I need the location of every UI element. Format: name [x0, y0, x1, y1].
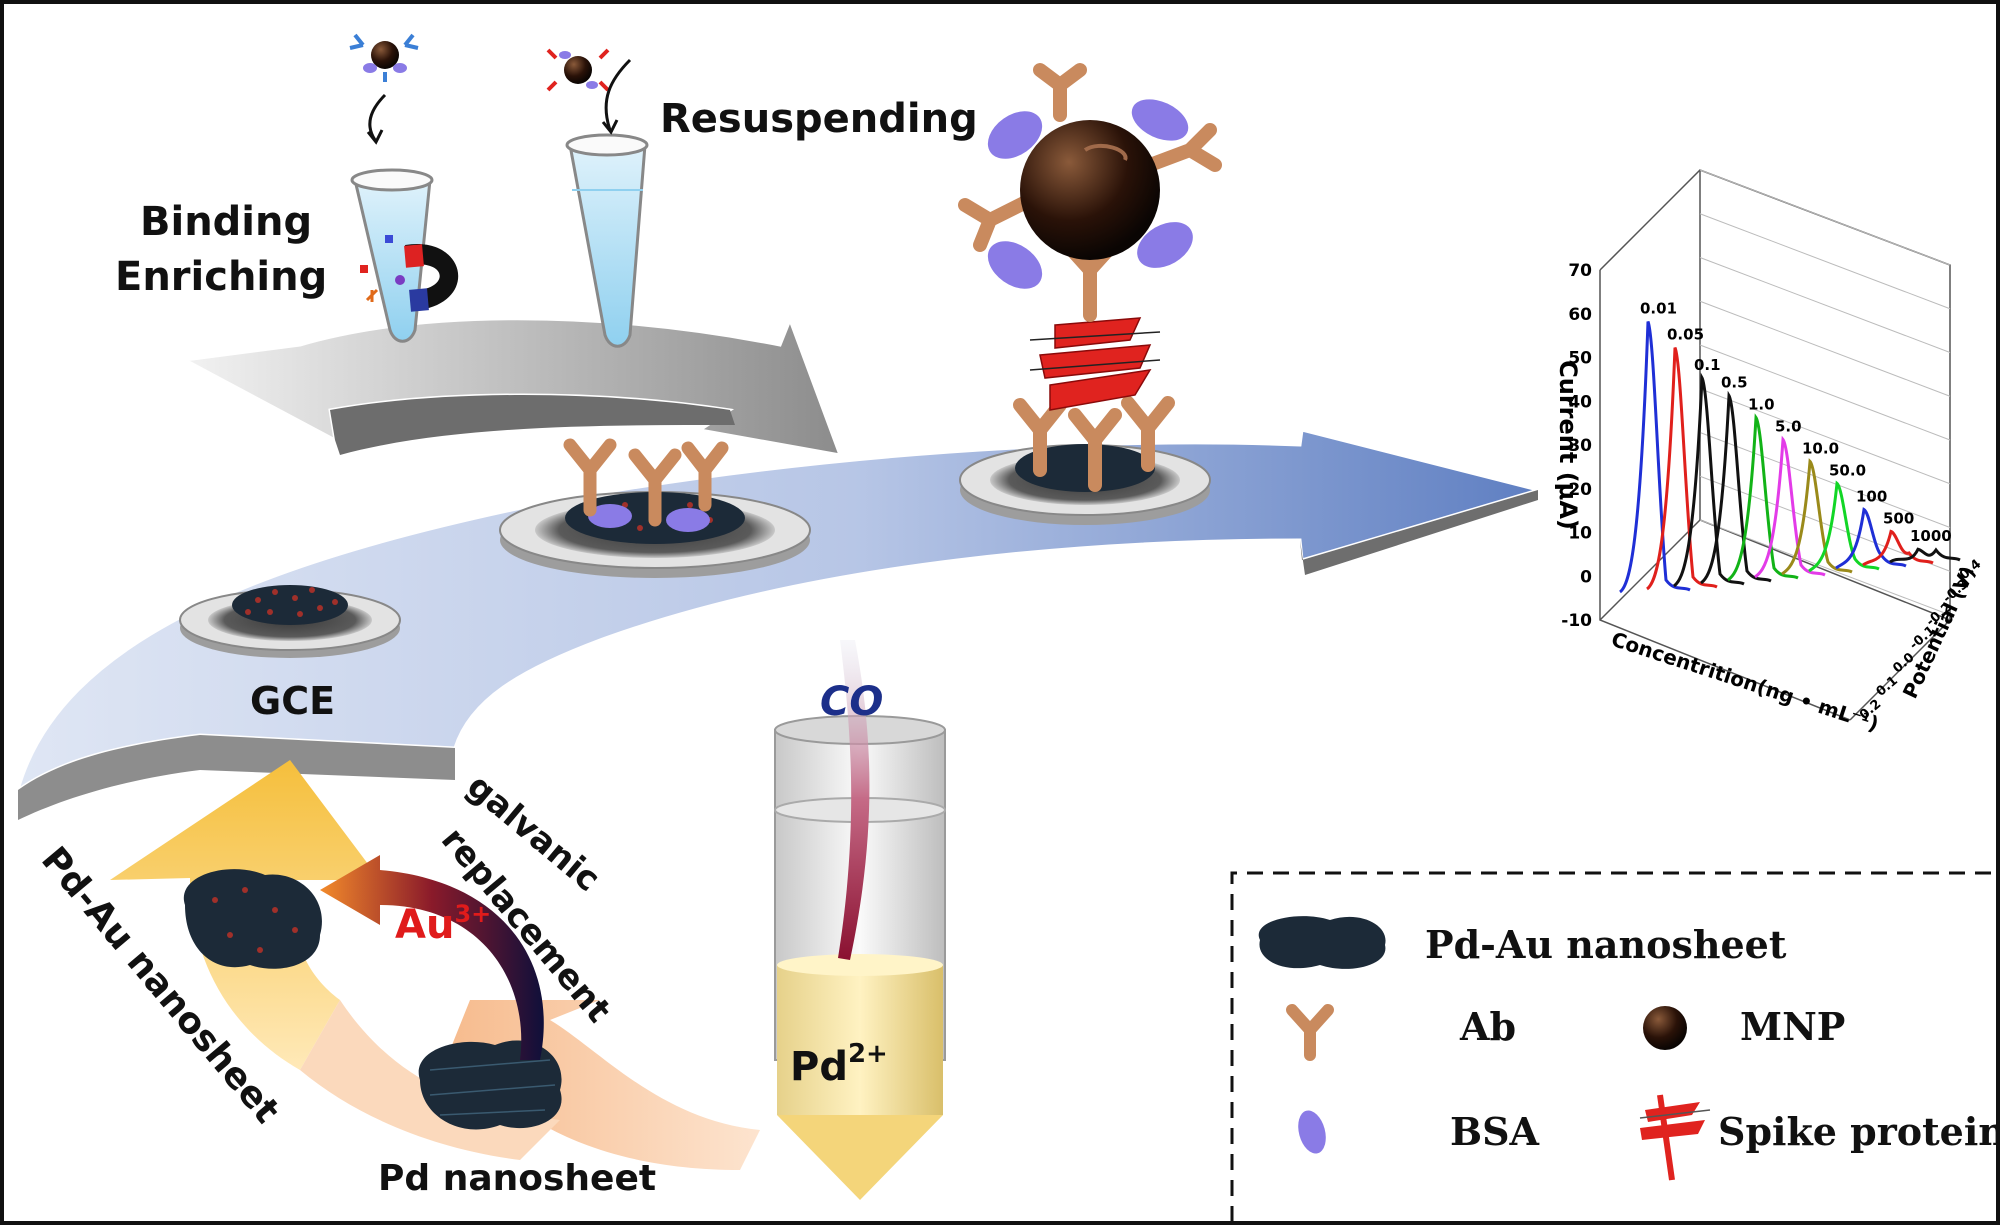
legend-label-pdau: Pd-Au nanosheet [1425, 922, 1787, 967]
chart-series-label: 50.0 [1829, 461, 1866, 479]
label-gce: GCE [250, 679, 335, 723]
chart-grid-line [1699, 300, 1951, 397]
chart-series-label: 0.05 [1667, 326, 1704, 344]
legend-spike-icon [1639, 1094, 1711, 1181]
legend-label-mnp: MNP [1740, 1004, 1845, 1049]
chart-series-label: 100 [1856, 488, 1887, 506]
chart-series-label: 0.5 [1721, 374, 1748, 392]
chart-series-line [1700, 390, 1772, 585]
legend-mnp-icon [1643, 1006, 1687, 1050]
label-enriching: Enriching [115, 254, 327, 300]
co-gas-stream [838, 640, 870, 960]
chart-y-tick-label: 10 [1568, 524, 1592, 544]
label-co: CO [820, 679, 883, 725]
chart-y-ticks: -10 0 10 20 30 40 50 60 70 [1561, 261, 1592, 631]
legend-label-ab: Ab [1459, 1004, 1516, 1049]
chart-series-line [1889, 547, 1961, 564]
label-pd-ion: Pd2+ [790, 1039, 888, 1090]
chart-series-line [1673, 372, 1745, 588]
chart-series-line [1727, 413, 1799, 582]
magnet [404, 243, 459, 312]
main-process-arrow [15, 428, 1544, 820]
chart-series-label: 1000 [1910, 527, 1952, 545]
chart-series-label: 5.0 [1775, 418, 1802, 436]
chart-zlabel: Potential (V) [1898, 562, 1980, 702]
chart-y-tick-label: 30 [1568, 436, 1592, 456]
ab-modified-electrode [499, 438, 811, 578]
chart-grid-line [1699, 432, 1951, 528]
chart-frame [1599, 169, 1951, 721]
chart-y-tick-label: 50 [1568, 349, 1592, 369]
mnp-probe-ab [349, 33, 419, 145]
chart-grid-line [1699, 344, 1951, 441]
chart-series-label: 0.01 [1640, 300, 1677, 318]
chart-series-line [1619, 320, 1691, 594]
chart-grid-line [1699, 388, 1951, 485]
legend-label-spike: Spike protein [1718, 1109, 2000, 1154]
chart-y-tick-label: 20 [1568, 480, 1592, 500]
chart-y-tick-label: 70 [1568, 261, 1592, 281]
pd-ion-symbol: Pd [790, 1044, 848, 1090]
label-resuspending: Resuspending [660, 96, 978, 142]
chart-series-line [1646, 346, 1718, 591]
au-ion-charge: 3+ [454, 900, 491, 928]
chart-z-tick-label: 0.1 [1874, 673, 1901, 699]
chart-y-tick-label: -10 [1561, 611, 1592, 631]
au-ion-symbol: Au [395, 902, 454, 948]
chart-series-label: 10.0 [1802, 439, 1839, 457]
mnp-probe-spike [546, 48, 632, 135]
legend-ab-icon [1286, 1004, 1334, 1061]
chart-grid-line [1699, 475, 1951, 572]
chart-y-tick-label: 60 [1568, 305, 1592, 325]
resuspending-tube [565, 133, 649, 348]
chart-series-label: 1.0 [1748, 396, 1775, 414]
chart-series-line [1862, 529, 1934, 567]
legend: Pd-Au nanosheet Ab MNP BSA Spike protein [1230, 871, 2000, 1222]
label-binding: Binding [140, 199, 312, 245]
sandwich-electrode [958, 63, 1222, 525]
chart-y-tick-label: 40 [1568, 392, 1592, 412]
galvanic-curve-arrow [320, 855, 544, 1060]
chart-series-label: 500 [1883, 509, 1914, 527]
gce-electrode [179, 585, 401, 658]
chart-series-line [1835, 507, 1907, 570]
legend-bsa-icon [1298, 1110, 1326, 1154]
label-pd-nanosheet: Pd nanosheet [378, 1158, 656, 1199]
pdau-nanosheet-cycle [183, 869, 322, 969]
chart-xlabel: Concentrition(ng • mL⁻¹) [1608, 627, 1881, 736]
label-au-ion: Au3+ [395, 900, 491, 948]
chart-ylabel: Current (μA) [1554, 360, 1582, 530]
chart-series-label: 0.1 [1694, 356, 1721, 374]
pd-nanosheet-cycle [418, 1040, 562, 1130]
chart-series-line [1808, 480, 1880, 573]
chart-grid-line [1699, 169, 1951, 266]
pd-ion-charge: 2+ [848, 1039, 888, 1069]
chart-grid-line [1699, 213, 1951, 310]
enrichment-arrow [180, 315, 843, 457]
legend-pdau-icon [1258, 916, 1386, 969]
chart-grid-line [1699, 257, 1951, 353]
legend-label-bsa: BSA [1450, 1109, 1540, 1154]
chart-series-line [1754, 435, 1826, 579]
chart-y-tick-label: 0 [1580, 567, 1592, 587]
